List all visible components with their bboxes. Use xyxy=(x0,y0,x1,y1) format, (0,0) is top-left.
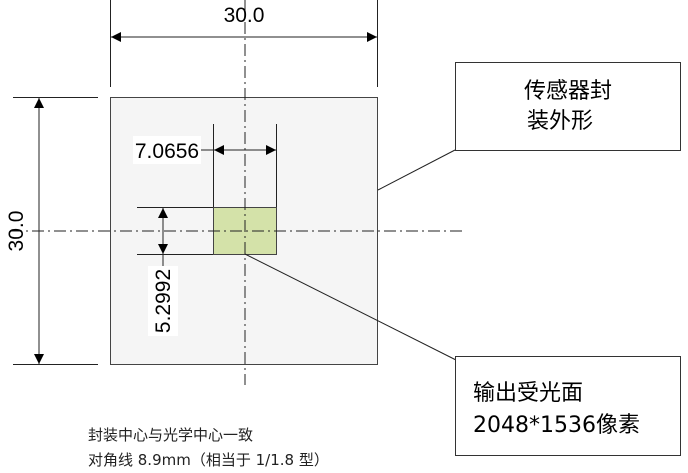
package-callout-box xyxy=(455,62,681,151)
package-width-label: 30.0 xyxy=(224,4,265,27)
sensor-leader-line xyxy=(244,253,457,361)
package-height-label: 30.0 xyxy=(5,211,28,252)
sensor-height-dimension xyxy=(137,207,213,266)
package-leader-line xyxy=(377,149,456,191)
note-diagonal: 对角线 8.9mm（相当于 1/1.8 型） xyxy=(88,451,329,469)
sensor-callout-line2: 2048*1536像素 xyxy=(473,413,640,438)
sensor-callout-line1: 输出受光面 xyxy=(473,381,583,406)
package-callout-line1: 传感器封 xyxy=(524,79,612,104)
package-width-dimension xyxy=(110,0,378,87)
sensor-width-label: 7.0656 xyxy=(135,140,199,163)
package-callout-line2: 装外形 xyxy=(527,109,593,134)
package-height-dimension xyxy=(13,97,98,365)
sensor-height-label: 5.2992 xyxy=(152,269,175,333)
note-center-alignment: 封装中心与光学中心一致 xyxy=(88,426,254,444)
sensor-width-dimension xyxy=(201,124,277,207)
sensor-callout-box xyxy=(455,356,681,456)
